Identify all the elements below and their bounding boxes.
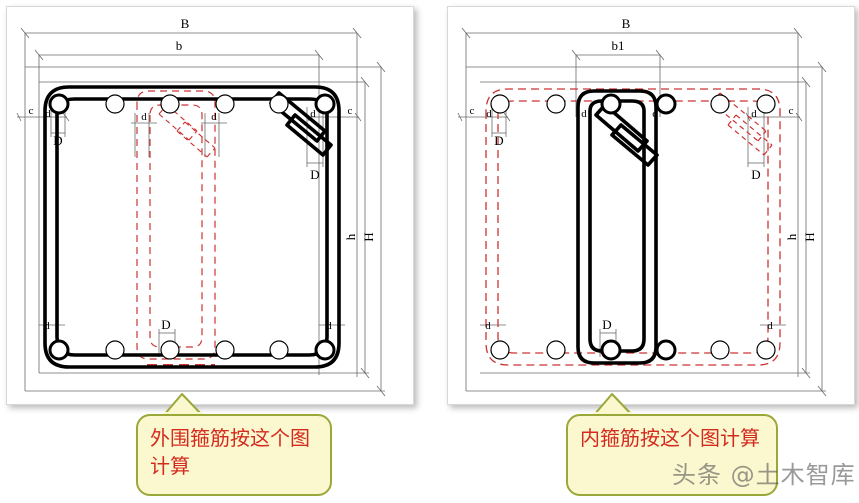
label-d-inner-right: d bbox=[652, 108, 658, 120]
label-d-top-mid1: d bbox=[141, 111, 147, 123]
label-inner-width-b1: b1 bbox=[612, 38, 625, 53]
label-overall-width-B: B bbox=[622, 16, 631, 31]
outer-stirrup-panel: B b H h c c d d d d d d D D D bbox=[6, 6, 414, 405]
label-cover-c-right: c bbox=[348, 105, 353, 117]
callout-outer-stirrup: 外围箍筋按这个图计算 bbox=[136, 414, 332, 496]
label-d-inner-left: d bbox=[581, 108, 587, 120]
dimension-lines-inner bbox=[457, 27, 827, 397]
label-bend-D-bottom: D bbox=[161, 317, 170, 332]
label-inner-width-b: b bbox=[176, 38, 183, 53]
label-d-bottom-right: d bbox=[767, 320, 773, 332]
inner-stirrup-red-dashed bbox=[136, 90, 216, 360]
inner-stirrup-hooks bbox=[594, 103, 659, 167]
label-inner-height-h: h bbox=[784, 233, 799, 240]
label-cover-c-left: c bbox=[29, 105, 34, 117]
label-overall-height-H: H bbox=[802, 232, 817, 241]
rebar-inner-corner-bars bbox=[600, 93, 677, 361]
label-overall-height-H: H bbox=[361, 232, 376, 241]
label-d-bottom-left: d bbox=[44, 320, 50, 332]
label-bend-D-top-right: D bbox=[751, 167, 760, 182]
callout-tail-right bbox=[593, 393, 633, 418]
inner-stirrup-panel: B b1 H h c c d d d d d d D D D bbox=[447, 6, 855, 405]
outer-stirrup-drawing: B b H h c c d d d d d d D D D bbox=[16, 16, 386, 397]
label-d-top-left: d bbox=[45, 108, 51, 120]
outer-stirrup-hooks bbox=[269, 91, 333, 157]
label-cover-c-right: c bbox=[789, 105, 794, 117]
label-bend-D-top-left: D bbox=[53, 133, 62, 148]
label-d-top-left: d bbox=[486, 108, 492, 120]
label-d-bottom-right: d bbox=[326, 320, 332, 332]
rebar-top-row bbox=[490, 94, 776, 114]
label-d-bottom-left: d bbox=[485, 320, 491, 332]
label-d-top-right: d bbox=[751, 108, 757, 120]
inner-stirrup-red-hooks bbox=[158, 104, 216, 158]
callout-inner-stirrup-text: 内箍筋按这个图计算 bbox=[580, 426, 760, 450]
outer-stirrup-black-outline bbox=[43, 85, 341, 369]
label-bend-D-top-left: D bbox=[494, 133, 503, 148]
label-d-top-mid2: d bbox=[211, 111, 217, 123]
label-overall-width-B: B bbox=[181, 16, 190, 31]
label-cover-c-left: c bbox=[470, 105, 475, 117]
label-bend-D-bottom: D bbox=[602, 317, 611, 332]
rebar-corner-bars bbox=[48, 93, 336, 361]
label-bend-D-top-right: D bbox=[310, 167, 319, 182]
label-d-top-right: d bbox=[310, 108, 316, 120]
outer-stirrup-red-hooks bbox=[711, 92, 773, 156]
callout-outer-stirrup-text: 外围箍筋按这个图计算 bbox=[150, 426, 310, 478]
inner-stirrup-drawing: B b1 H h c c d d d d d d D D D bbox=[457, 16, 827, 397]
label-inner-height-h: h bbox=[343, 233, 358, 240]
callout-tail-left bbox=[163, 393, 203, 418]
callout-inner-stirrup: 内箍筋按这个图计算 bbox=[566, 414, 778, 496]
